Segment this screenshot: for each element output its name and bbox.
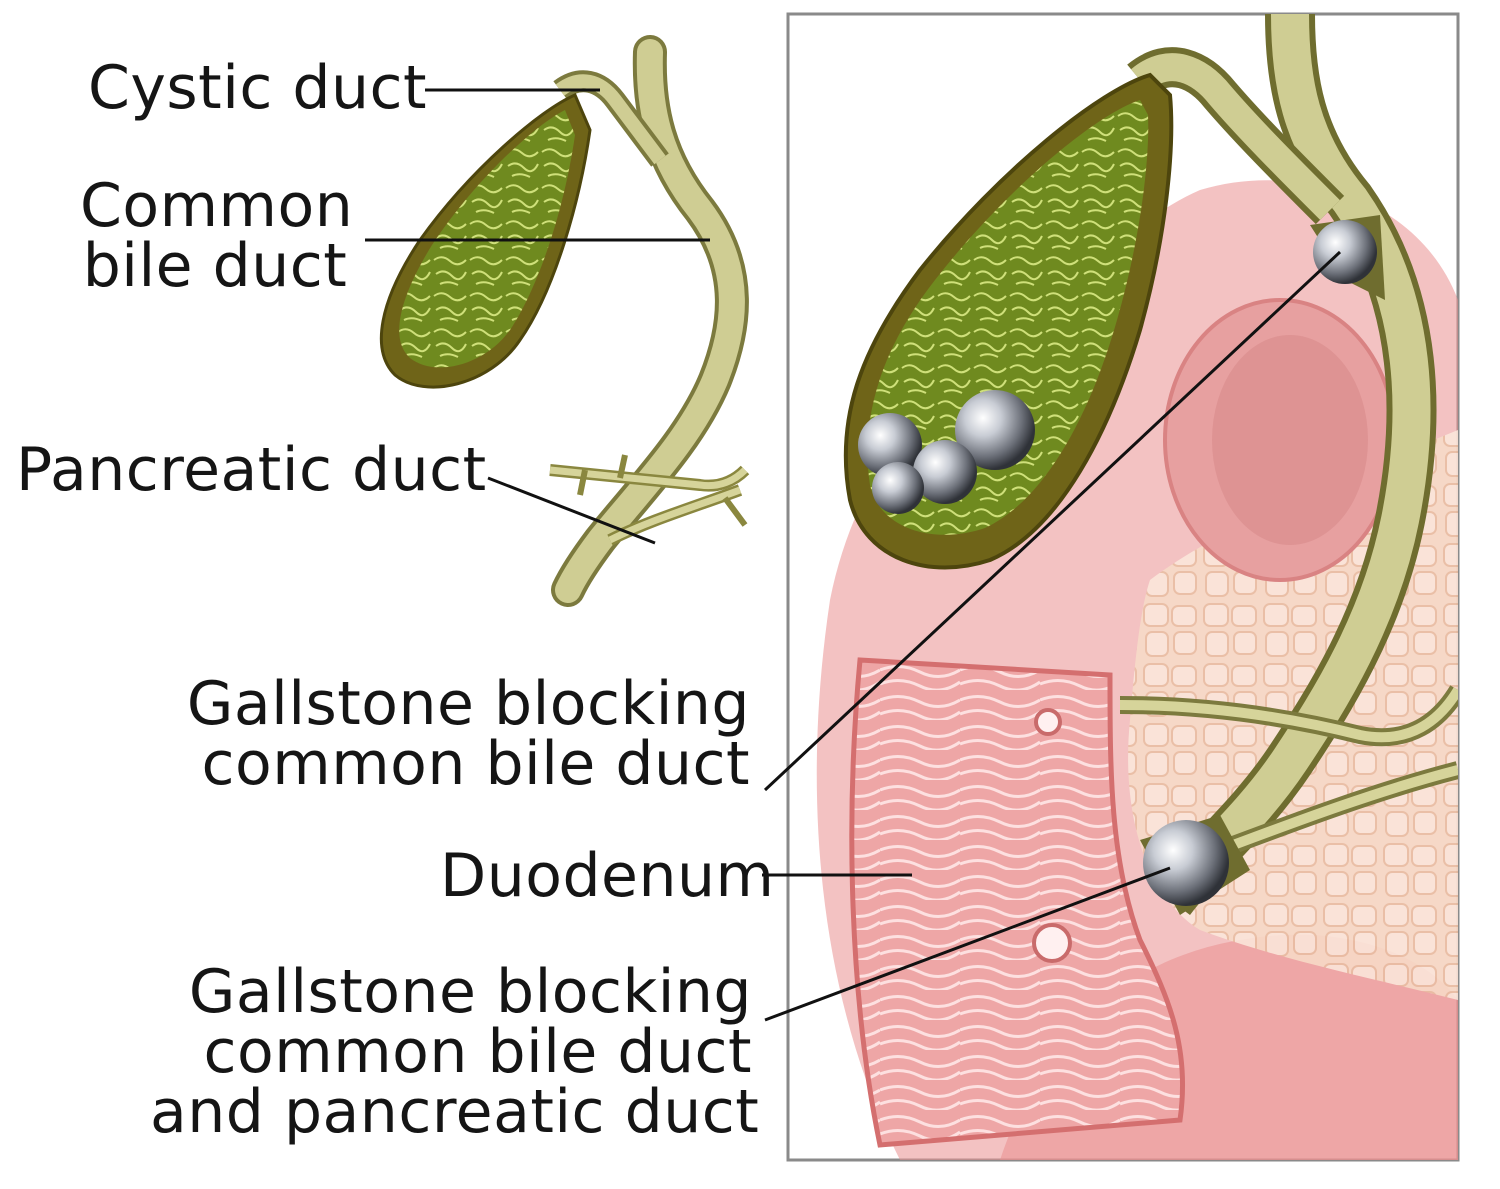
label-gallstone-both-line1: Gallstone blocking (188, 957, 752, 1027)
label-common-bile-duct-line2: bile duct (82, 231, 348, 301)
label-gallstone-cbd: Gallstone blocking common bile duct (150, 674, 750, 794)
detail-panel (816, 14, 1458, 1160)
duodenum (849, 657, 1186, 1148)
label-gallstone-both-line2: common bile duct (203, 1017, 752, 1087)
label-gallstone-both: Gallstone blocking common bile duct and … (150, 957, 760, 1147)
label-common-bile-duct-line1: Common (80, 171, 354, 241)
label-gallstone-cbd-line1: Gallstone blocking (186, 669, 750, 739)
leader-lines (365, 88, 1342, 1022)
label-gallstone-cbd-line2: common bile duct (201, 729, 750, 799)
gallstone-cbd-and-pancreatic (1143, 820, 1229, 906)
leader-gallstone-cbd (763, 250, 1342, 792)
label-cystic-duct: Cystic duct (88, 53, 428, 123)
label-common-bile-duct: Common bile duct (80, 171, 354, 301)
leader-gallstone-both (764, 866, 1171, 1022)
label-duodenum: Duodenum (440, 841, 775, 911)
gallstone-cbd (1313, 220, 1377, 284)
label-gallstone-both-line3: and pancreatic duct (150, 1077, 760, 1147)
small-gallbladder-diagram (379, 35, 750, 607)
leader-pancreatic-duct (487, 476, 656, 545)
label-pancreatic-duct: Pancreatic duct (16, 435, 487, 505)
gallstones-in-gallbladder (858, 390, 1035, 514)
